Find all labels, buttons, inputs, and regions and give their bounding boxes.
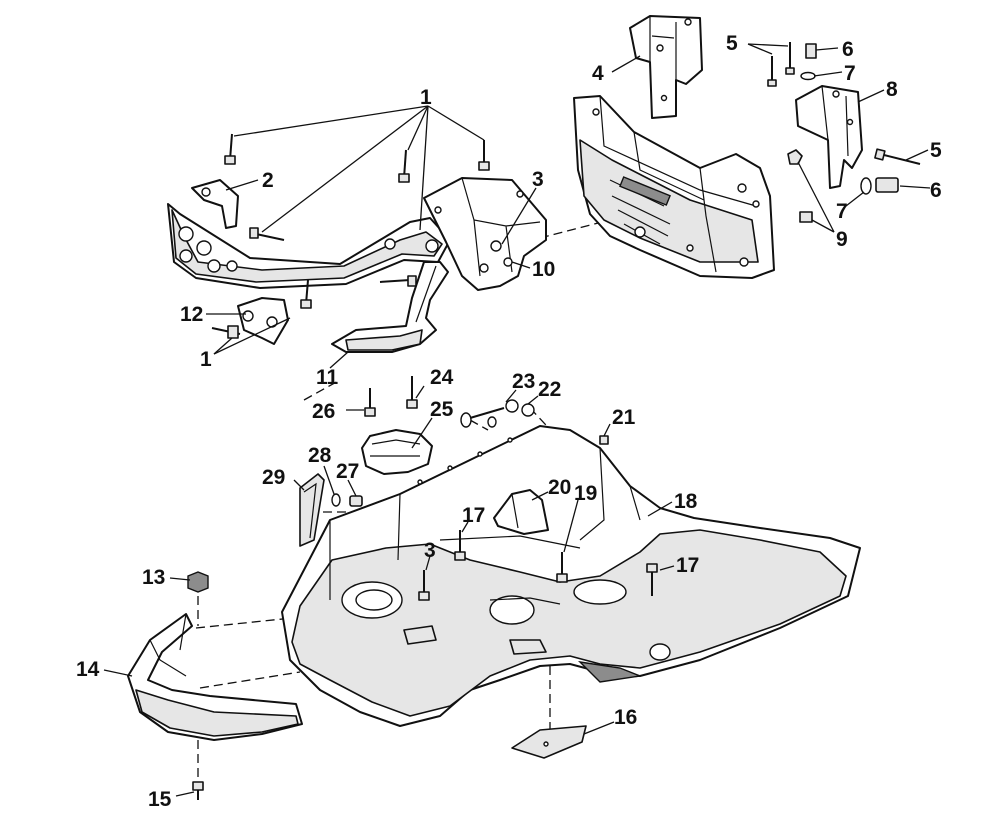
- callout-13: 13: [142, 566, 165, 589]
- callout-11: 11: [316, 366, 339, 389]
- upper-mount-bracket: [191, 179, 239, 229]
- side-fasteners: [787, 148, 921, 223]
- washer-bolt-set: [460, 399, 609, 445]
- callout-8: 8: [886, 78, 898, 101]
- callout-17-right: 17: [676, 554, 699, 577]
- callout-1-top: 1: [420, 86, 432, 109]
- callout-25: 25: [430, 398, 454, 421]
- callout-16: 16: [614, 706, 637, 729]
- callout-5-right: 5: [930, 139, 942, 162]
- leader-lines: [103, 43, 931, 797]
- callout-29: 29: [262, 466, 285, 489]
- callout-28: 28: [308, 444, 332, 467]
- mid-bolts: [364, 376, 418, 417]
- callout-7-top: 7: [844, 62, 856, 85]
- callout-24: 24: [430, 366, 454, 389]
- steering-support-bracket: [629, 15, 703, 119]
- callout-23: 23: [512, 370, 535, 393]
- callout-6-top: 6: [842, 38, 854, 61]
- callout-26: 26: [312, 400, 335, 423]
- steering-mount-cover: [361, 429, 433, 475]
- side-bracket: [795, 85, 863, 189]
- front-bulkhead: [423, 177, 547, 291]
- callout-19: 19: [574, 482, 597, 505]
- belly-pan-bolts: [418, 530, 658, 601]
- callout-9: 9: [836, 228, 848, 251]
- callout-4: 4: [592, 62, 604, 85]
- callout-3-top: 3: [532, 168, 544, 191]
- callout-numbers: 1 1 2 3 3 4 5 5 6 6 7 7 8 9 10 11 12 13 …: [76, 32, 942, 811]
- side-panel-strip: [299, 473, 363, 547]
- belly-pan: [281, 425, 861, 727]
- callout-12: 12: [180, 303, 203, 326]
- main-chassis-frame: [573, 95, 775, 279]
- bumper-fasteners: [187, 571, 209, 800]
- callout-20: 20: [548, 476, 571, 499]
- callout-7-right: 7: [836, 200, 848, 223]
- callout-6-right: 6: [930, 179, 942, 202]
- lower-mount-bracket: [211, 297, 289, 345]
- callout-1-bottom: 1: [200, 348, 212, 371]
- callout-5-top: 5: [726, 32, 738, 55]
- callout-22: 22: [538, 378, 561, 401]
- callout-18: 18: [674, 490, 698, 513]
- front-bumper: [127, 613, 303, 741]
- callout-14: 14: [76, 658, 100, 681]
- frame-bolts: [224, 133, 490, 309]
- callout-17-left: 17: [462, 504, 485, 527]
- callout-15: 15: [148, 788, 172, 811]
- steering-column-arm: [331, 261, 449, 353]
- callout-27: 27: [336, 460, 359, 483]
- callout-21: 21: [612, 406, 636, 429]
- callout-10: 10: [532, 258, 555, 281]
- front-frame-rail: [167, 203, 451, 289]
- callout-3-lower: 3: [424, 539, 436, 562]
- callout-2: 2: [262, 169, 274, 192]
- skid-plate: [511, 725, 587, 759]
- shifter-bracket: [493, 489, 549, 535]
- upper-fasteners: [767, 42, 817, 87]
